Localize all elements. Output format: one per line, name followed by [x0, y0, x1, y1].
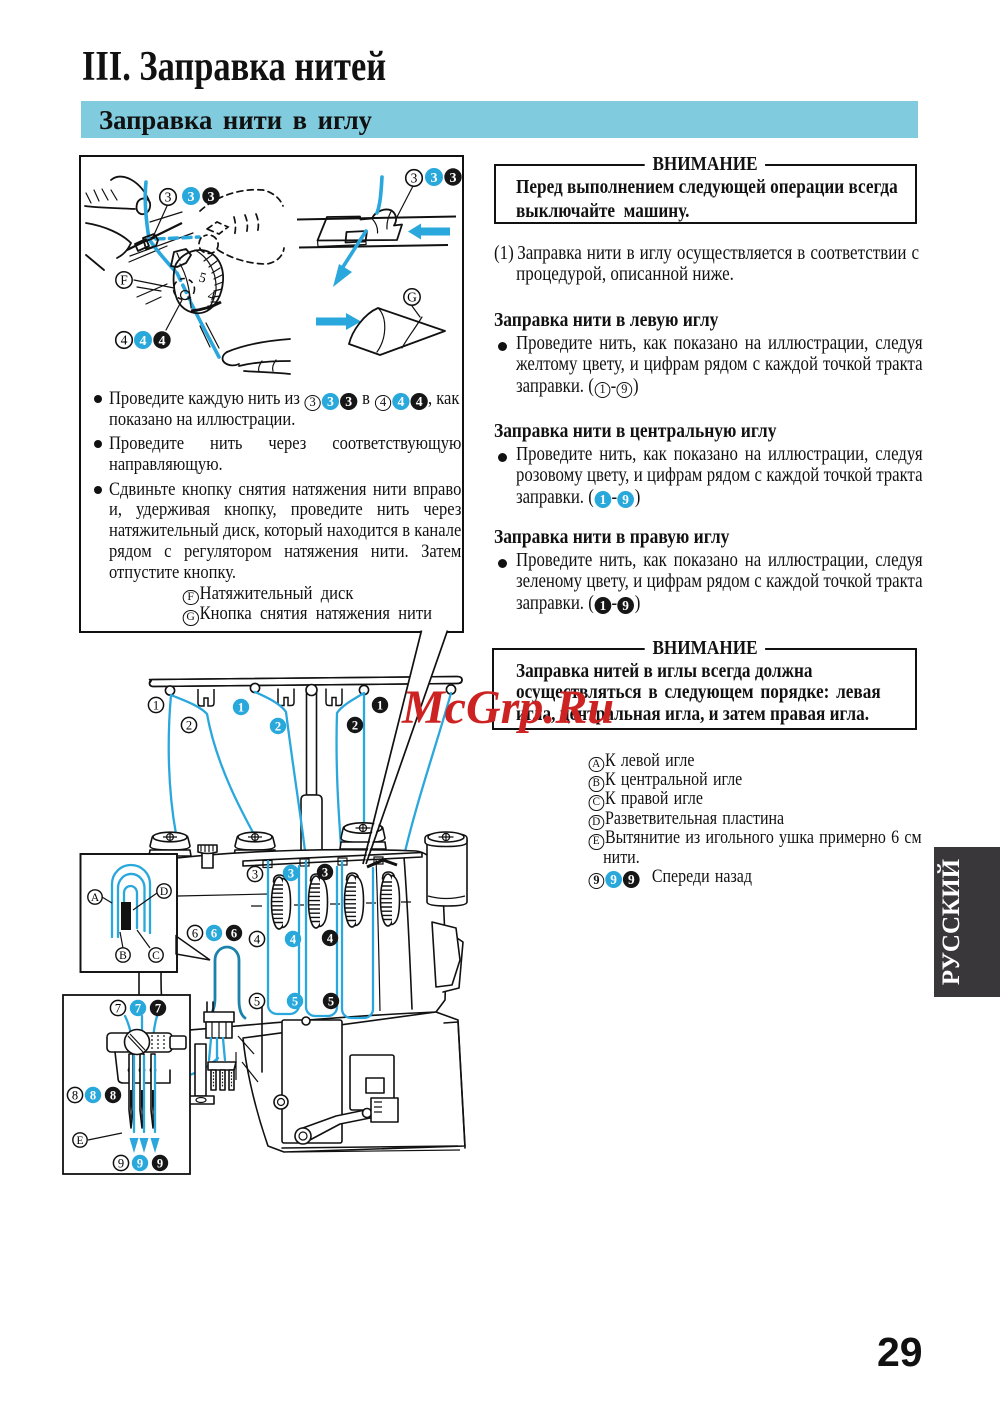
- svg-text:4: 4: [206, 288, 217, 304]
- svg-text:5: 5: [328, 995, 334, 1009]
- svg-text:4: 4: [254, 933, 261, 947]
- svg-text:7: 7: [135, 1002, 141, 1016]
- svg-text:G: G: [407, 290, 417, 305]
- svg-text:2: 2: [186, 719, 192, 733]
- svg-text:5: 5: [197, 270, 208, 286]
- svg-text:6: 6: [192, 927, 198, 941]
- svg-text:9: 9: [157, 1157, 163, 1171]
- svg-text:1: 1: [238, 701, 244, 715]
- svg-text:1: 1: [153, 699, 159, 713]
- svg-text:6: 6: [211, 927, 217, 941]
- svg-text:4: 4: [159, 334, 166, 349]
- svg-text:3: 3: [288, 867, 294, 881]
- svg-text:7: 7: [155, 1002, 161, 1016]
- svg-text:3: 3: [411, 171, 418, 186]
- svg-text:9: 9: [118, 1157, 124, 1171]
- svg-text:4: 4: [290, 933, 297, 947]
- svg-text:5: 5: [292, 995, 298, 1009]
- svg-text:E: E: [76, 1135, 83, 1147]
- svg-text:6: 6: [231, 927, 237, 941]
- svg-text:1: 1: [377, 699, 383, 713]
- svg-text:4: 4: [121, 333, 128, 348]
- svg-text:8: 8: [90, 1089, 96, 1103]
- svg-text:3: 3: [252, 868, 258, 882]
- svg-text:B: B: [119, 950, 127, 962]
- svg-text:3: 3: [322, 866, 328, 880]
- svg-text:8: 8: [110, 1089, 116, 1103]
- svg-text:C: C: [152, 950, 160, 962]
- svg-text:5: 5: [254, 995, 260, 1009]
- svg-text:3: 3: [208, 190, 215, 205]
- svg-text:3: 3: [431, 171, 438, 186]
- svg-text:F: F: [120, 273, 128, 288]
- svg-text:2: 2: [275, 720, 281, 734]
- svg-text:7: 7: [115, 1002, 121, 1016]
- svg-text:D: D: [160, 886, 168, 898]
- svg-text:9: 9: [137, 1157, 143, 1171]
- svg-text:4: 4: [327, 932, 334, 946]
- svg-text:8: 8: [72, 1089, 78, 1103]
- svg-text:3: 3: [188, 190, 195, 205]
- svg-text:3: 3: [165, 190, 172, 205]
- svg-text:A: A: [91, 892, 100, 904]
- svg-text:4: 4: [140, 334, 147, 349]
- svg-text:2: 2: [352, 719, 358, 733]
- svg-text:3: 3: [450, 171, 457, 186]
